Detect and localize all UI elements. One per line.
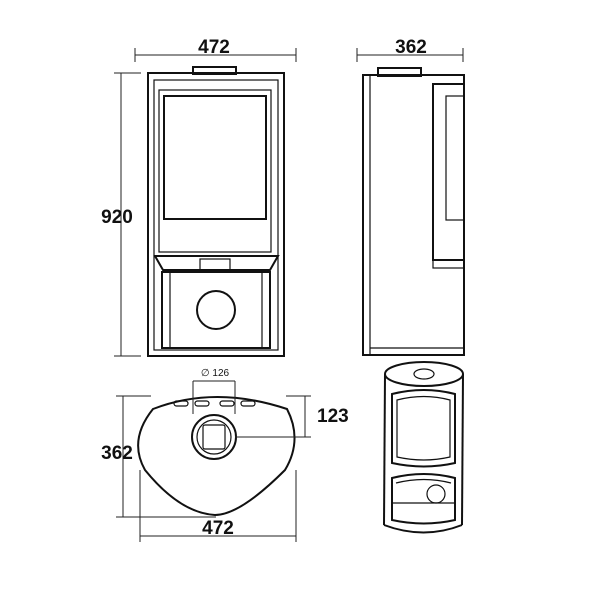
vent-slots <box>173 400 256 407</box>
flue-diameter-label: ∅ 126 <box>201 368 230 379</box>
top-depth-label: 362 <box>101 443 133 464</box>
front-height-label: 920 <box>101 207 133 228</box>
side-view: 362 <box>356 37 465 356</box>
top-view: ∅ 126 123 362 472 <box>101 368 349 542</box>
perspective-view <box>383 361 464 534</box>
side-depth-label: 362 <box>395 37 427 58</box>
front-width-label: 472 <box>198 37 230 58</box>
flue-offset-label: 123 <box>317 406 349 427</box>
front-view: 472 920 <box>101 37 297 357</box>
top-width-label: 472 <box>202 518 234 539</box>
